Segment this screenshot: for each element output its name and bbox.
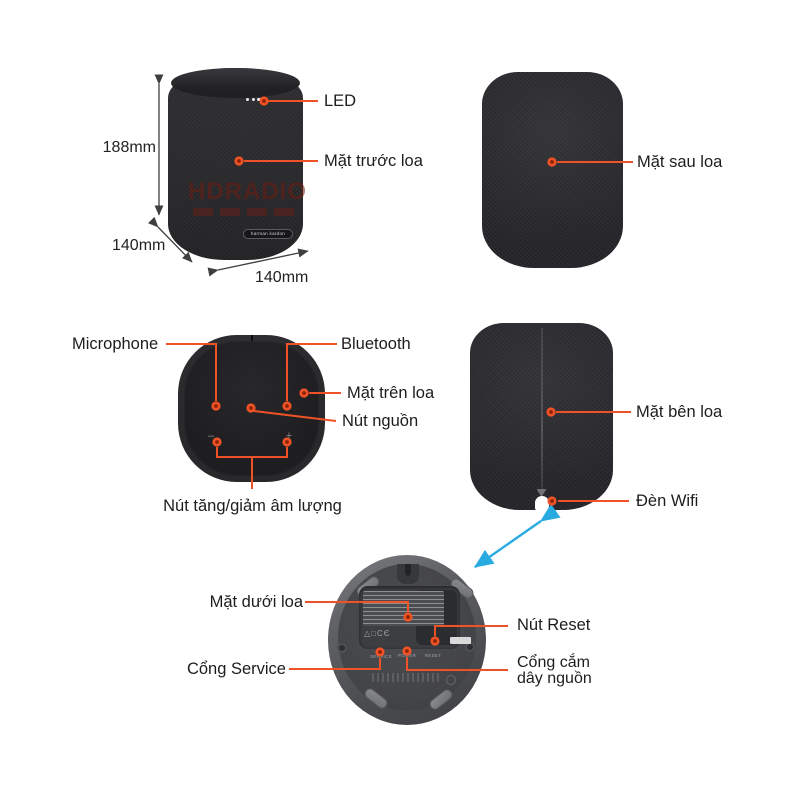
label-recess: △□CЄ — [359, 586, 471, 649]
reset-sticker — [450, 637, 471, 644]
back-view-image — [482, 72, 623, 268]
top-surface — [185, 342, 318, 475]
power-button-callout-label: Nút nguồn — [342, 412, 419, 430]
bottom-face-callout-label: Mặt dưới loa — [209, 593, 303, 611]
service-port-callout-label: Cổng Service — [186, 660, 286, 678]
front-face-callout-label: Mặt trước loa — [324, 152, 423, 170]
side-seam — [540, 328, 543, 494]
bottom-view-image: △□CЄ SERVICE POWER RESET — [328, 555, 486, 725]
bottom-cable-channel — [397, 564, 419, 584]
service-port-text: SERVICE — [370, 654, 392, 659]
reset-port-text: RESET — [424, 653, 442, 658]
watermark-tagline — [193, 208, 297, 216]
side-view-image — [470, 323, 613, 510]
fine-print-row — [372, 673, 442, 682]
volume-callout-label: Nút tăng/giảm âm lượng — [163, 497, 342, 515]
wifi-led-callout-label: Đèn Wifi — [636, 492, 699, 510]
bluetooth-callout-label: Bluetooth — [341, 335, 411, 353]
reset-button-callout-label: Nút Reset — [517, 616, 591, 634]
speaker-top-dome — [171, 68, 300, 98]
wifi-led-icon — [536, 489, 547, 497]
brand-logo: harman kardon — [243, 229, 293, 239]
view-link-arrow — [474, 503, 561, 568]
power-port-callout-label: Cổng cắm dây nguồn — [517, 654, 592, 687]
microphone-callout-label: Microphone — [72, 335, 159, 353]
screw-hole — [465, 642, 475, 652]
volume-minus-glyph: – — [207, 430, 215, 442]
depth-dimension-label: 140mm — [112, 237, 166, 254]
width-dimension-label: 140mm — [255, 269, 309, 286]
barcode-strip — [427, 628, 457, 633]
led-callout-label: LED — [324, 92, 357, 110]
height-dimension-label: 188mm — [102, 139, 156, 156]
power-port-text: POWER — [397, 653, 417, 658]
watermark: HDRADIO — [188, 178, 307, 205]
certification-marks: △□CЄ — [364, 629, 391, 638]
side-face-callout-label: Mặt bên loa — [636, 403, 723, 421]
screw-hole — [337, 643, 347, 653]
spec-label — [363, 591, 444, 626]
cable-notch — [534, 496, 549, 510]
power-port-label-line1: Cổng cắm — [517, 654, 590, 671]
volume-plus-glyph: + — [285, 430, 293, 442]
top-face-callout-label: Mặt trên loa — [347, 384, 435, 402]
top-seam-tick — [250, 335, 253, 341]
front-view-image: HDRADIO harman kardon — [168, 68, 307, 260]
back-face-callout-label: Mặt sau loa — [637, 153, 723, 171]
fine-print-mark — [446, 675, 456, 685]
top-view-image — [178, 335, 325, 482]
led-indicator-dots — [246, 98, 264, 102]
power-port-label-line2: dây nguồn — [517, 669, 592, 687]
